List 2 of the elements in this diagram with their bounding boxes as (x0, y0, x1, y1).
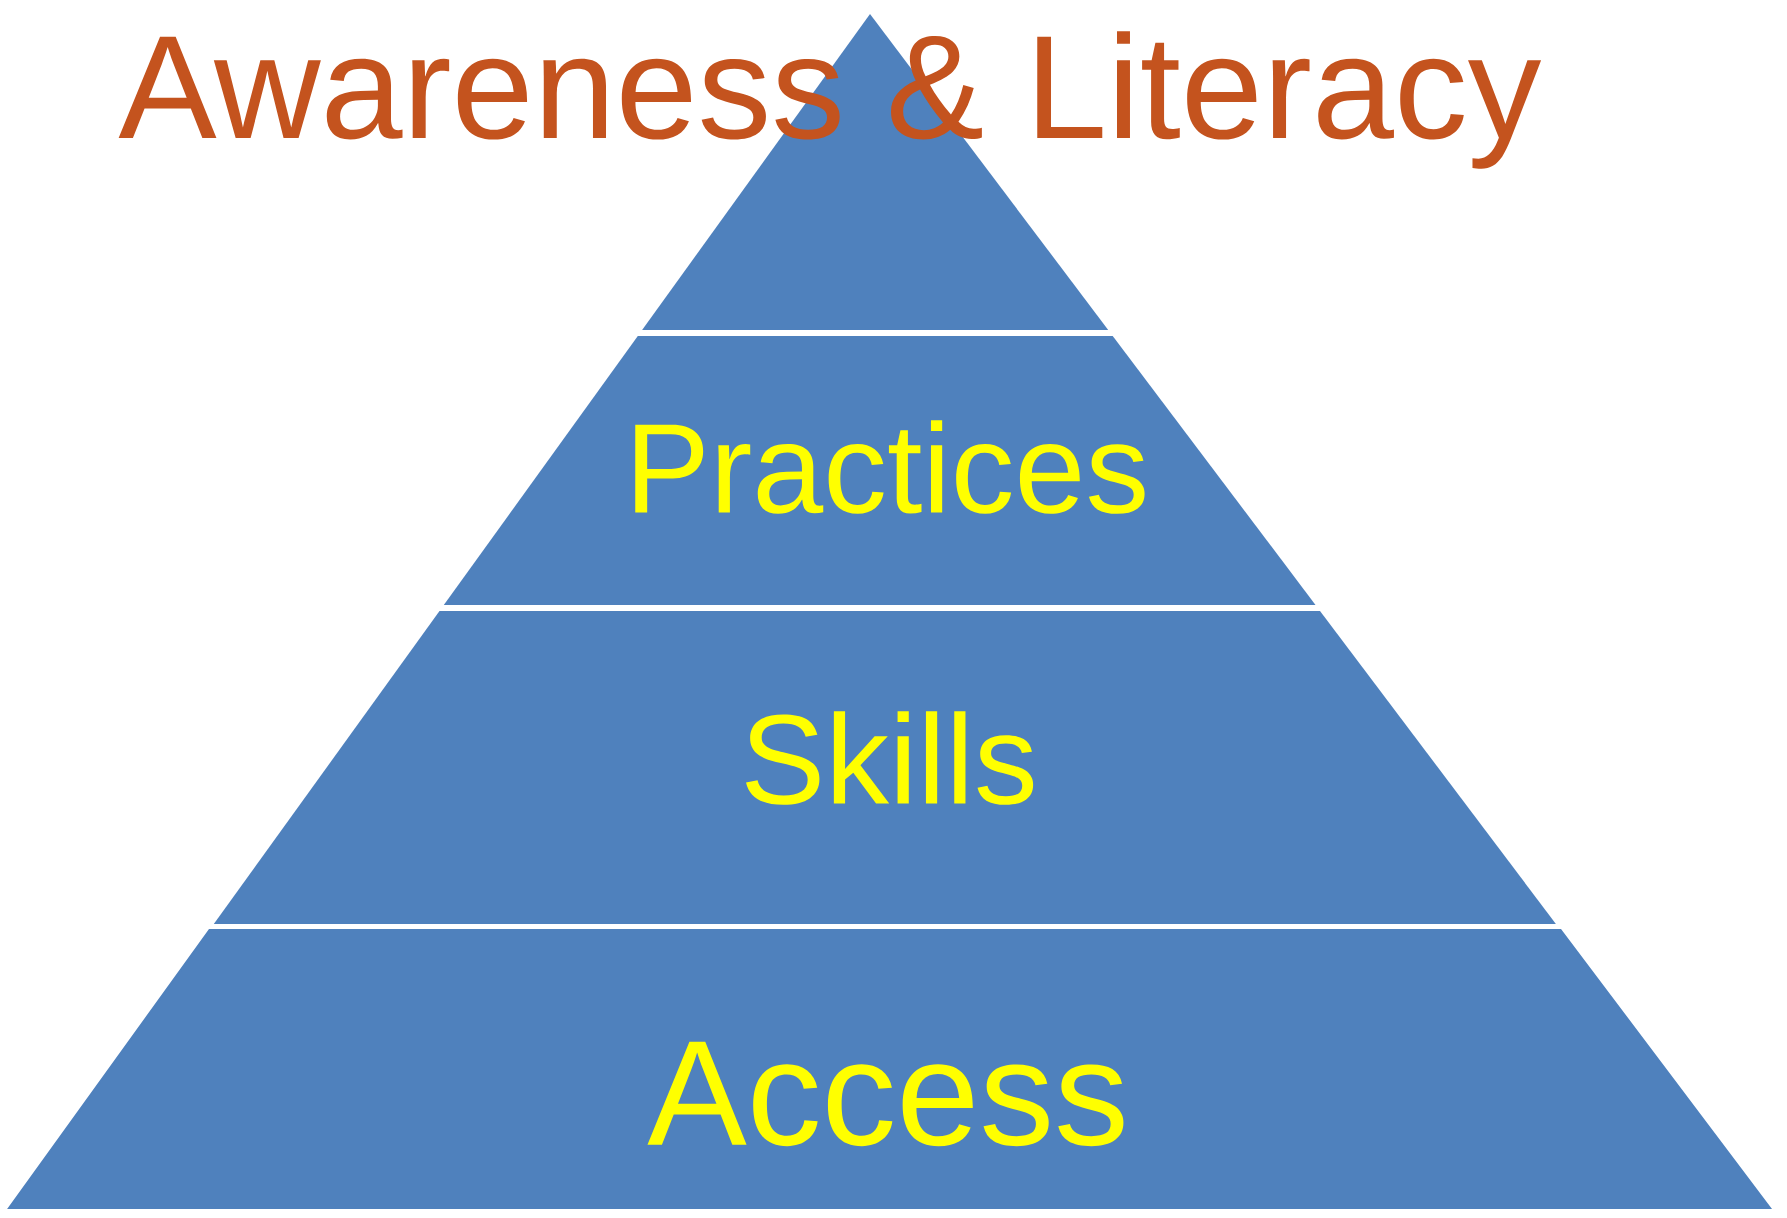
pyramid-layer: Skills (213, 611, 1556, 924)
pyramid-layer: Practices (443, 336, 1316, 605)
